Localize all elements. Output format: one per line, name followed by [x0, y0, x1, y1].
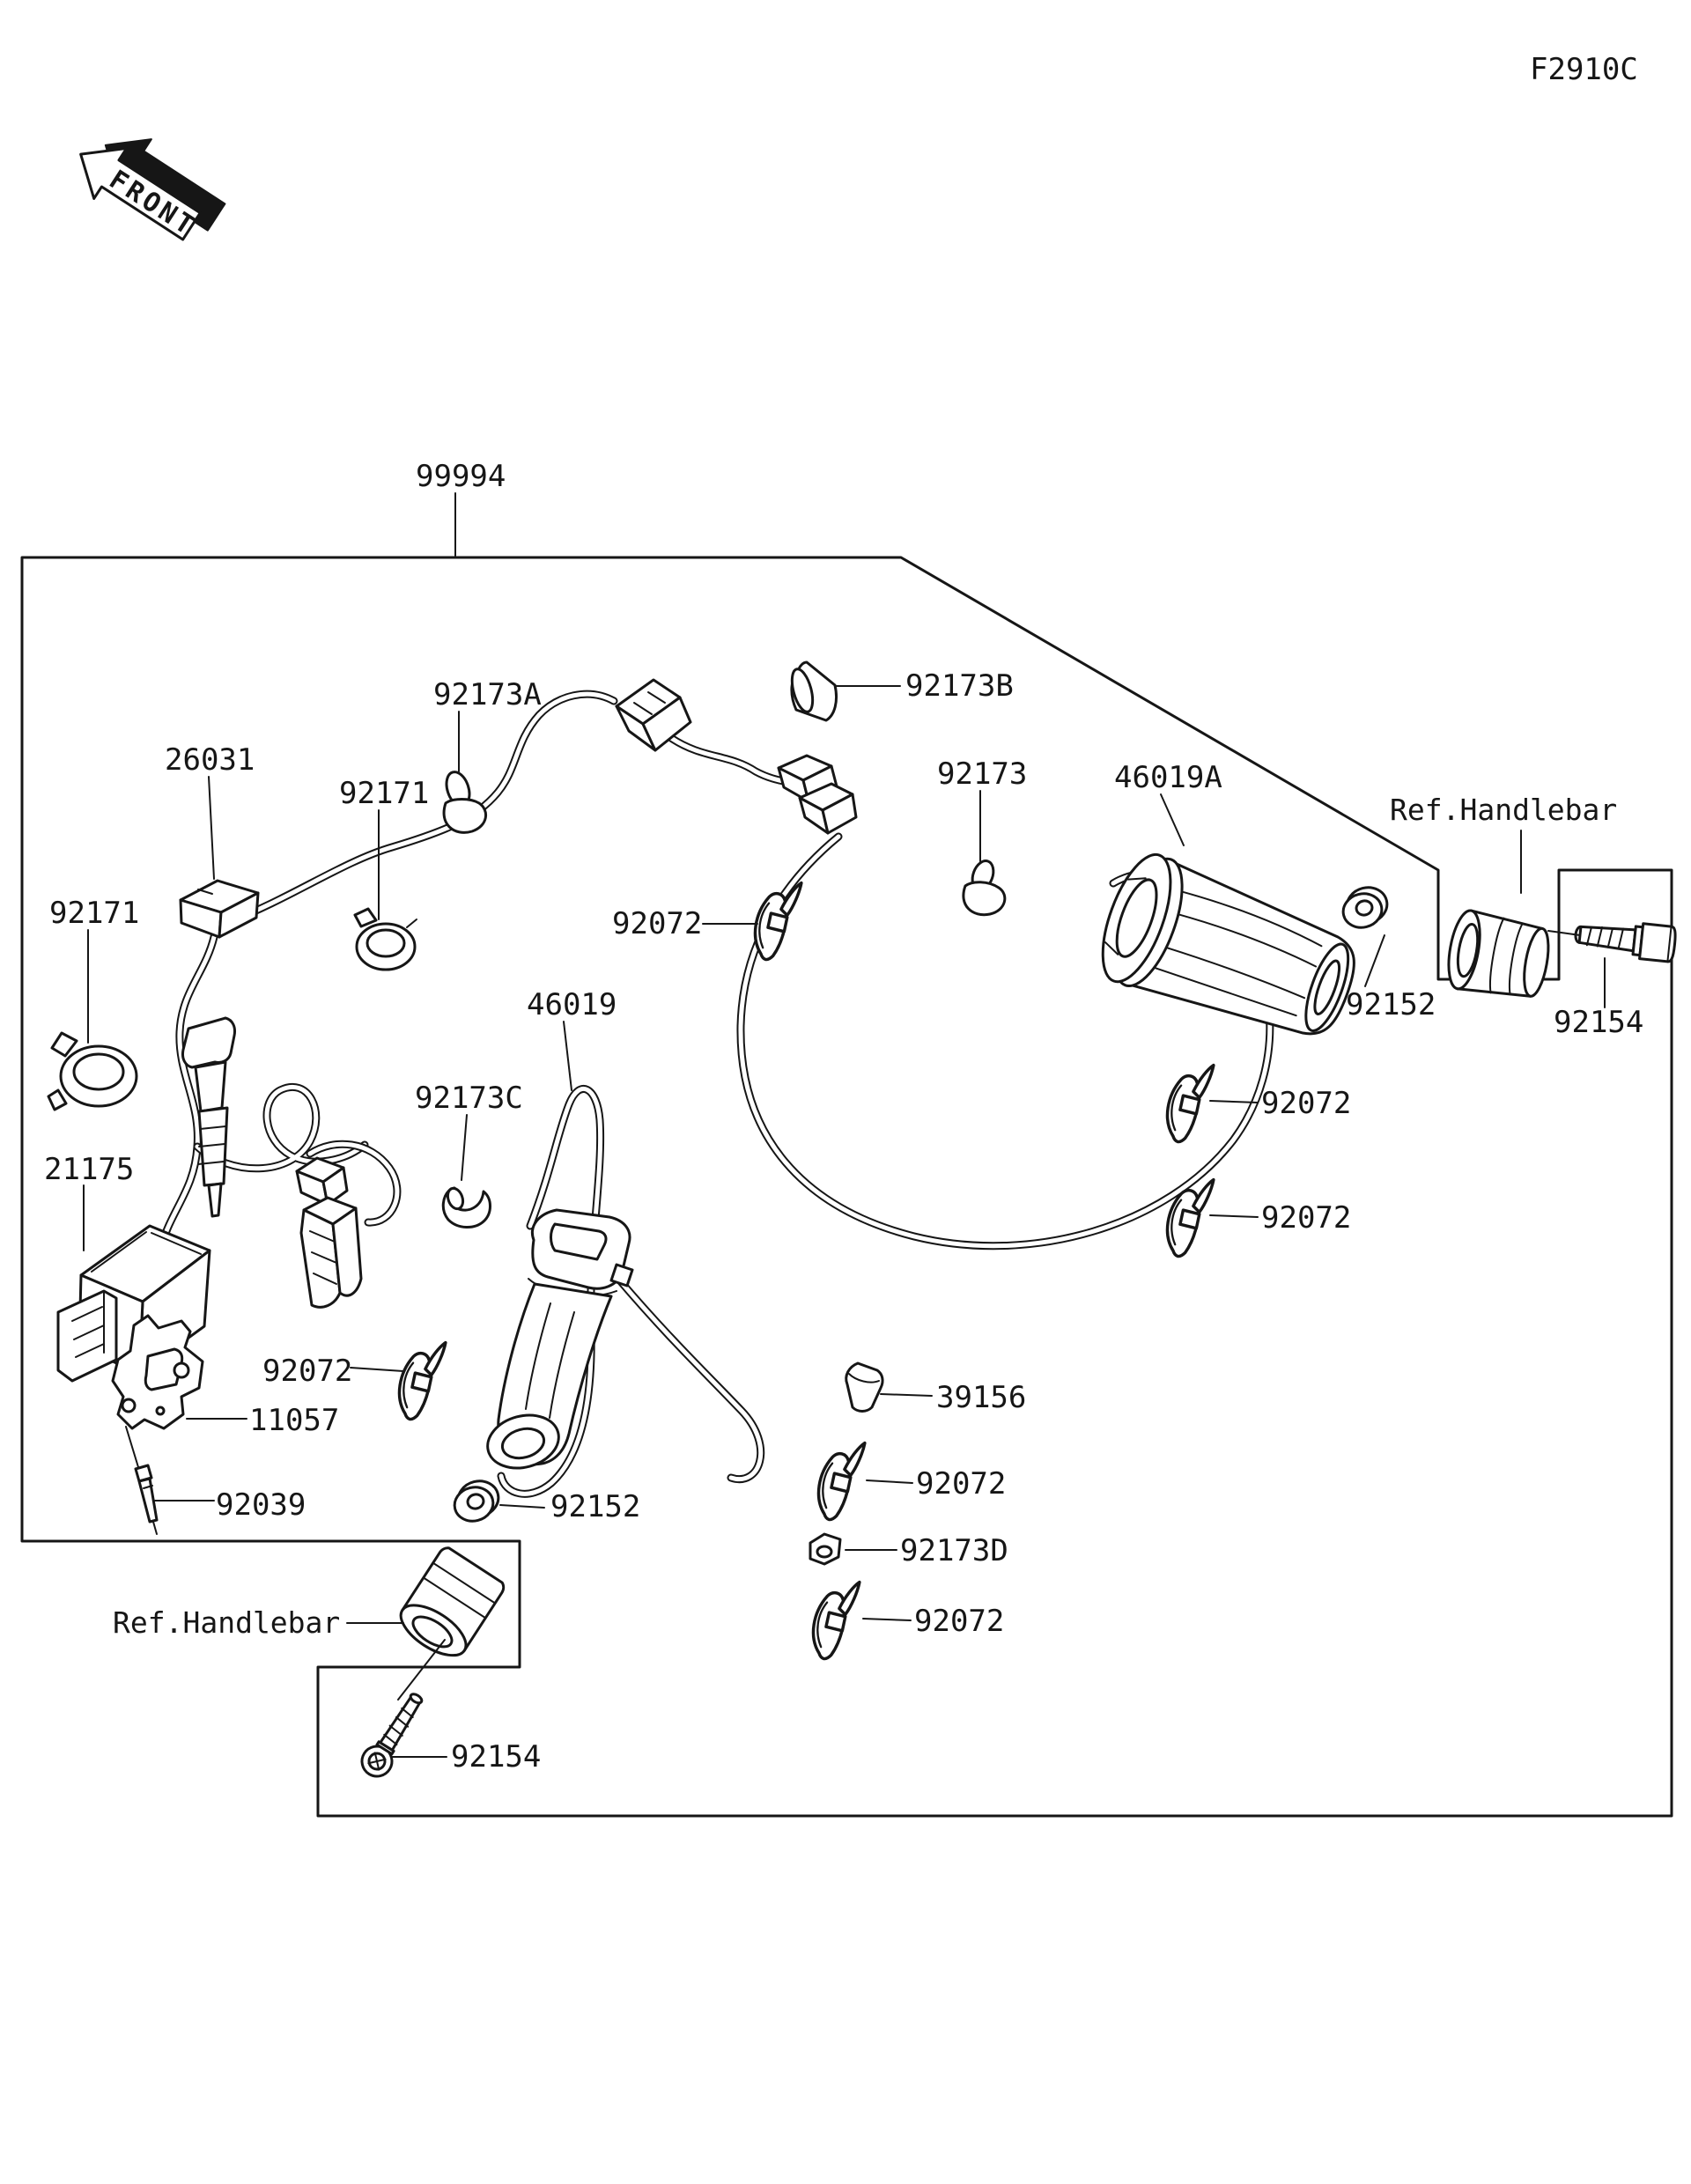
part-label-92152-bottom: 92152	[550, 1489, 640, 1524]
part-label-11057: 11057	[249, 1403, 339, 1438]
part-label-21175: 21175	[44, 1152, 134, 1187]
bar-end-bottom	[399, 1546, 506, 1657]
leader-92072-bottom-mid	[866, 1479, 913, 1484]
connector-26031	[179, 879, 260, 939]
grip-heater-right	[1101, 852, 1355, 1036]
clip-92171-left	[47, 1031, 138, 1111]
part-label-99994: 99994	[416, 459, 506, 494]
leader-26031	[208, 776, 215, 880]
bolt-92154-bottom	[360, 1693, 424, 1778]
washer-92152-bottom	[453, 1479, 500, 1523]
part-label-92072-bottom-mid: 92072	[916, 1466, 1006, 1502]
clamp-92072-right-1	[1165, 1063, 1215, 1144]
clamp-92072-bottom-mid	[816, 1441, 867, 1522]
front-arrow: FRONT	[79, 138, 226, 243]
clamp-92072-left-lower	[397, 1340, 447, 1421]
grip-heater-left	[486, 1208, 634, 1470]
part-label-92154-bottom: 92154	[451, 1739, 541, 1774]
part-label-26031: 26031	[165, 742, 255, 778]
clamp-92072-bottom	[811, 1580, 861, 1661]
part-label-92171-left: 92171	[49, 896, 139, 931]
part-labels: 99994 92173A 92173B 26031 92171 92173 46…	[44, 459, 1643, 1774]
leader-92072-bottom	[862, 1618, 912, 1621]
leader-barend-bolt-bottomleft	[397, 1639, 446, 1701]
clip-92171-top	[353, 907, 417, 971]
connector-pair-left	[295, 1156, 363, 1309]
part-label-92173: 92173	[937, 756, 1027, 792]
part-label-92152-top: 92152	[1346, 987, 1436, 1022]
part-label-92072-right-1: 92072	[1261, 1086, 1351, 1121]
part-label-92173A: 92173A	[433, 677, 542, 712]
clip-92173	[962, 860, 1007, 917]
leader-92072-left-lower	[350, 1367, 404, 1372]
part-label-92173C: 92173C	[415, 1081, 523, 1116]
ref-label-handlebar-bottom: Ref.Handlebar	[113, 1605, 340, 1640]
part-label-92173D: 92173D	[900, 1533, 1008, 1568]
leader-92152-top	[1364, 934, 1385, 987]
part-label-46019A: 46019A	[1114, 760, 1222, 795]
part-label-92072-mid: 92072	[612, 906, 702, 941]
clip-92173D	[809, 1532, 842, 1566]
grommet-92173C	[441, 1186, 491, 1228]
leader-92072-right-1	[1209, 1100, 1259, 1103]
clamp-92072-mid	[753, 881, 803, 962]
leader-46019A	[1160, 793, 1185, 846]
drawing-code: F2910C	[1530, 52, 1638, 87]
leader-barend-bolt-topright	[1547, 930, 1581, 936]
connector-pair-right	[777, 754, 858, 835]
bolt-92154-top	[1574, 922, 1677, 963]
leader-92152-bottom	[499, 1504, 545, 1509]
leader-92072-right-2	[1209, 1214, 1259, 1218]
clip-92173A	[442, 771, 487, 834]
rivet-92039	[125, 1426, 159, 1535]
kit-outline-box	[20, 556, 1673, 1818]
part-label-92072-right-2: 92072	[1261, 1200, 1351, 1236]
part-label-92072-bottom: 92072	[914, 1604, 1004, 1639]
washer-92152-top	[1341, 886, 1389, 929]
ref-label-handlebar-top: Ref.Handlebar	[1390, 793, 1617, 827]
wiring-harness	[158, 690, 1274, 1498]
part-label-92173B: 92173B	[905, 668, 1014, 704]
part-label-92171-top: 92171	[339, 776, 429, 811]
bar-end-top	[1447, 909, 1550, 998]
connector-top	[615, 678, 692, 752]
bracket-11057	[111, 1314, 204, 1430]
accessory-socket	[181, 1016, 236, 1218]
part-label-92072-left-lower: 92072	[262, 1354, 352, 1389]
leader-92173C	[461, 1114, 468, 1181]
part-label-46019: 46019	[527, 987, 617, 1022]
cap-92173B	[790, 660, 838, 722]
leader-39156	[880, 1393, 933, 1397]
leader-46019	[563, 1021, 572, 1091]
cap-39156	[845, 1361, 884, 1413]
part-label-92154-top: 92154	[1554, 1005, 1643, 1040]
part-label-92039: 92039	[216, 1487, 306, 1523]
leader-lines	[83, 492, 1606, 1758]
part-label-39156: 39156	[936, 1380, 1026, 1415]
